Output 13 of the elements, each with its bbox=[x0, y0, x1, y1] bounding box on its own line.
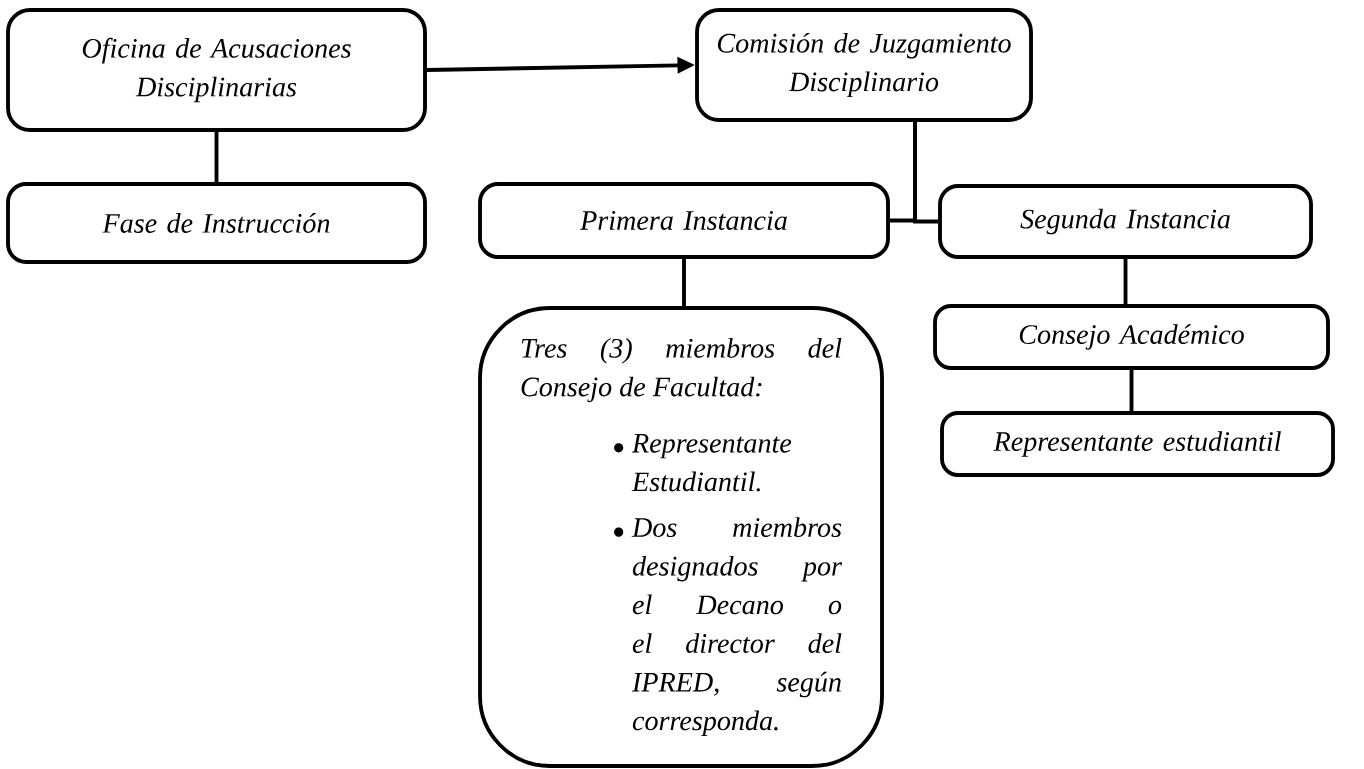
connector-line bbox=[1123, 258, 1128, 305]
process-box: Representante estudiantil bbox=[940, 411, 1335, 477]
process-box: Primera Instancia bbox=[478, 182, 890, 259]
process-box: Oficina de Acusaciones Disciplinarias bbox=[6, 8, 427, 132]
connector-line bbox=[682, 258, 686, 308]
connector-line bbox=[214, 131, 219, 183]
process-box: Segunda Instancia bbox=[938, 184, 1313, 259]
process-box: Fase de Instrucción bbox=[6, 182, 427, 264]
process-box: Consejo Académico bbox=[933, 304, 1330, 370]
process-box: Comisión de Juzgamiento Disciplinario bbox=[695, 8, 1033, 122]
list-box: Tres (3) miembros del Consejo de Facultad: Representante Estudiantil. Dos miembros designados por el Decano o el director del IPRED, según corresponda. bbox=[478, 306, 884, 768]
connector-line bbox=[913, 121, 939, 224]
connector-line bbox=[1129, 369, 1134, 412]
